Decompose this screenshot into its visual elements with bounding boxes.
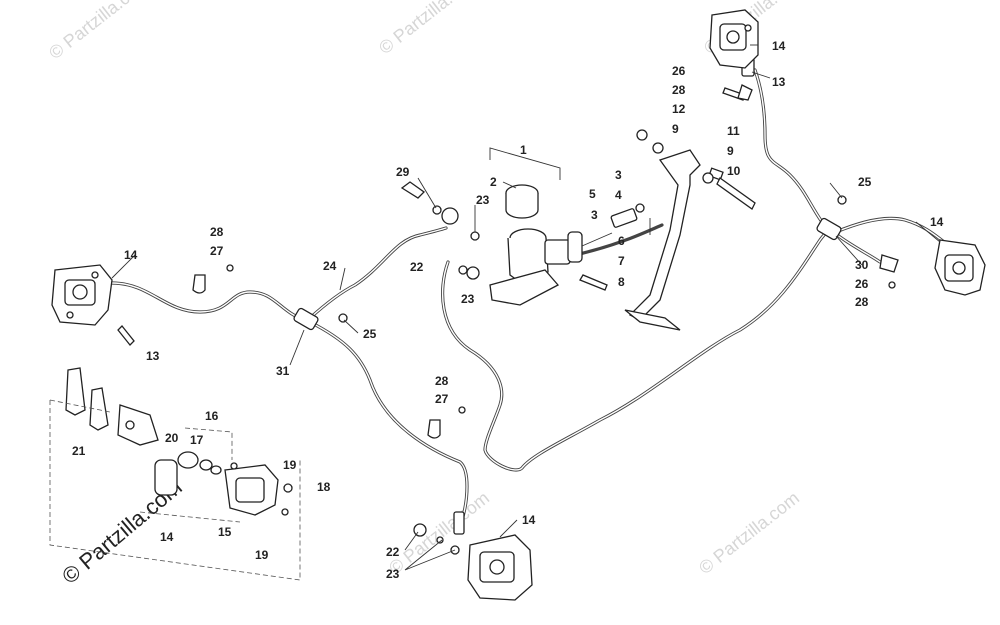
callout-label: 23	[461, 292, 475, 306]
callout-label: 22	[410, 260, 424, 274]
callout-label: 13	[146, 349, 160, 363]
master-cylinder	[400, 181, 613, 306]
callout-label: 6	[618, 234, 625, 248]
callout-label: 14	[160, 530, 174, 544]
caliper-right	[879, 239, 986, 296]
callout-label: 17	[190, 433, 204, 447]
callout-label: 3	[615, 168, 622, 182]
callout-label: 2	[490, 175, 497, 189]
callout-label: 29	[396, 165, 410, 179]
hose-fittings	[293, 57, 842, 535]
callout-label: 28	[855, 295, 869, 309]
callout-label: 1	[520, 143, 527, 157]
callout-label: 26	[672, 64, 686, 78]
callout-label: 11	[727, 124, 740, 138]
callout-label: 28	[210, 225, 224, 239]
callout-label: 4	[615, 188, 622, 202]
callout-label: 19	[255, 548, 269, 562]
callout-label: 22	[386, 545, 400, 559]
callout-label: 31	[276, 364, 290, 378]
callout-label: 19	[283, 458, 297, 472]
watermark: © Partzilla.com	[45, 0, 153, 63]
caliper-left	[51, 264, 135, 346]
callout-label: 10	[727, 164, 741, 178]
watermark: © Partzilla.com	[375, 0, 483, 58]
hose-clamps	[192, 195, 847, 439]
callout-leaders	[111, 44, 941, 571]
caliper-top-right	[709, 9, 759, 101]
brake-hoses	[110, 68, 950, 522]
callout-label: 28	[672, 83, 686, 97]
callout-label: 25	[363, 327, 377, 341]
callout-label: 24	[323, 259, 337, 273]
callout-label: 18	[317, 480, 331, 494]
callout-label: 9	[727, 144, 734, 158]
callout-label: 13	[772, 75, 786, 89]
brake-pedal	[579, 129, 756, 331]
callout-labels: 1 2 23 29 5 4 3 3 6 7 8 22 23 11 9 10 12…	[72, 39, 944, 581]
callout-label: 27	[435, 392, 449, 406]
callout-label: 14	[772, 39, 786, 53]
watermark-layer: © Partzilla.com © Partzilla.com © Partzi…	[45, 0, 808, 589]
callout-label: 7	[618, 254, 625, 268]
watermark: © Partzilla.com	[695, 488, 803, 578]
callout-label: 14	[522, 513, 536, 527]
callout-label: 16	[205, 409, 219, 423]
caliper-exploded-view	[49, 367, 301, 581]
callout-label: 15	[218, 525, 232, 539]
callout-label: 30	[855, 258, 869, 272]
callout-label: 14	[124, 248, 138, 262]
callout-label: 27	[210, 244, 224, 258]
callout-label: 28	[435, 374, 449, 388]
callout-label: 23	[476, 193, 490, 207]
callout-label: 23	[386, 567, 400, 581]
caliper-bottom	[413, 523, 533, 601]
callout-label: 20	[165, 431, 179, 445]
callout-label: 14	[930, 215, 944, 229]
callout-label: 5	[589, 187, 596, 201]
callout-label: 21	[72, 444, 86, 458]
callout-label: 26	[855, 277, 869, 291]
callout-label: 8	[618, 275, 625, 289]
callout-label: 12	[672, 102, 686, 116]
callout-label: 9	[672, 122, 679, 136]
callout-label: 3	[591, 208, 598, 222]
callout-label: 25	[858, 175, 872, 189]
